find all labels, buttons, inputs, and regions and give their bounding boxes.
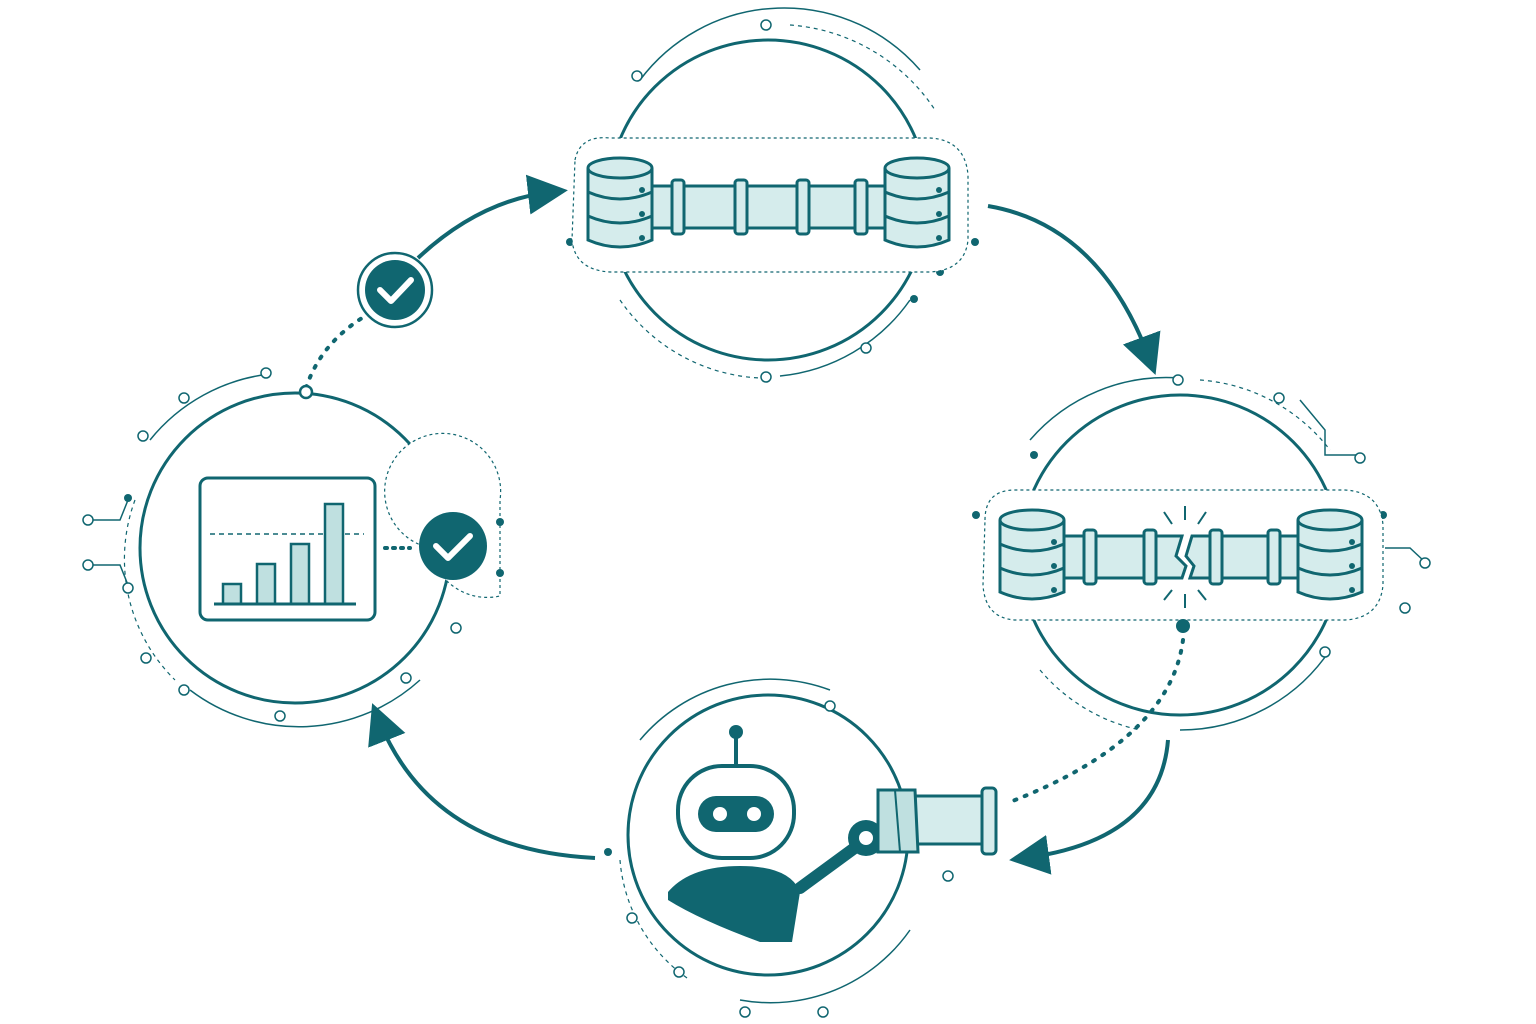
circuit-arc [779,299,911,377]
circuit-arc-dashed [123,499,176,681]
dotted-connector [1008,638,1185,804]
circuit-node [450,622,462,634]
circuit-node [604,848,612,856]
circuit-node [817,1006,829,1018]
node-robot-repair [604,678,998,1018]
chart-bar [289,542,311,606]
circuit-node [82,514,94,526]
circuit-node [496,518,504,526]
broken-pipe-icon [1060,528,1304,586]
circuit-node [1399,602,1411,614]
circuit-node [178,392,190,404]
database-icon [586,156,654,249]
circuit-node [910,295,918,303]
circuit-node [1030,451,1038,459]
circuit-arc-dashed [619,299,761,379]
repair-pipe-icon [876,786,998,856]
circuit-node [178,684,190,696]
circuit-node [82,559,94,571]
flow-arrow-healthy-to-broken [987,204,1161,376]
circuit-node [122,582,134,594]
circuit-arc-dashed [619,859,691,981]
circuit-node [860,342,872,354]
circuit-trace [90,564,129,586]
circuit-node [942,870,954,882]
dotted-connector [304,316,364,390]
crack-spark-icon [1163,506,1207,608]
circuit-node [260,367,272,379]
circuit-node [626,912,638,924]
connector-node [298,384,314,400]
circuit-node [496,569,504,577]
circuit-arc [639,7,921,81]
chart-bar [323,502,345,606]
node-pipeline-healthy [566,7,979,383]
circuit-arc [189,679,421,728]
circuit-arc-dashed [1039,669,1141,731]
circuit-node [1419,557,1431,569]
circuit-trace [1385,547,1426,563]
chart-bar [221,582,243,606]
flow-arrow-metrics-to-healthy [416,174,568,260]
circuit-arc [1179,649,1331,731]
connector-node [1176,619,1190,633]
circuit-arc [149,373,271,441]
node-pipeline-broken [972,374,1431,731]
check-badge-icon [419,512,487,580]
database-icon [1296,508,1364,601]
pipe-halo [982,489,1384,621]
robot-icon [668,725,884,942]
circuit-node [760,371,772,383]
circuit-node [1319,646,1331,658]
circuit-node [631,70,643,82]
mini-bar-chart [210,502,364,606]
circuit-node [1172,374,1184,386]
circuit-arc [739,929,911,1004]
circuit-node [673,966,685,978]
pipe-icon [648,178,892,236]
circuit-trace [1299,399,1360,456]
flow-arrow-broken-to-robot [1009,739,1170,875]
circuit-arc-dashed [789,24,936,111]
circuit-node [971,238,979,246]
circuit-arc [639,678,831,741]
circuit-node [137,430,149,442]
chart-bar [255,562,277,606]
circuit-node [124,494,132,502]
circuit-node [274,710,286,722]
circuit-arc [1029,376,1181,441]
circuit-arc-dashed [1199,379,1331,451]
circuit-node [140,652,152,664]
circuit-node [760,19,772,31]
circuit-node [400,672,412,684]
circuit-node [739,1006,751,1018]
node-metrics-validated [82,367,504,728]
circuit-node [1273,392,1285,404]
database-icon [883,156,951,249]
circuit-node [1354,452,1366,464]
circuit-node [824,700,836,712]
flow-arrow-robot-to-metrics [368,703,596,860]
database-icon [998,508,1066,601]
check-badge-icon [356,251,434,329]
circuit-node [972,511,980,519]
circuit-trace [90,499,129,521]
